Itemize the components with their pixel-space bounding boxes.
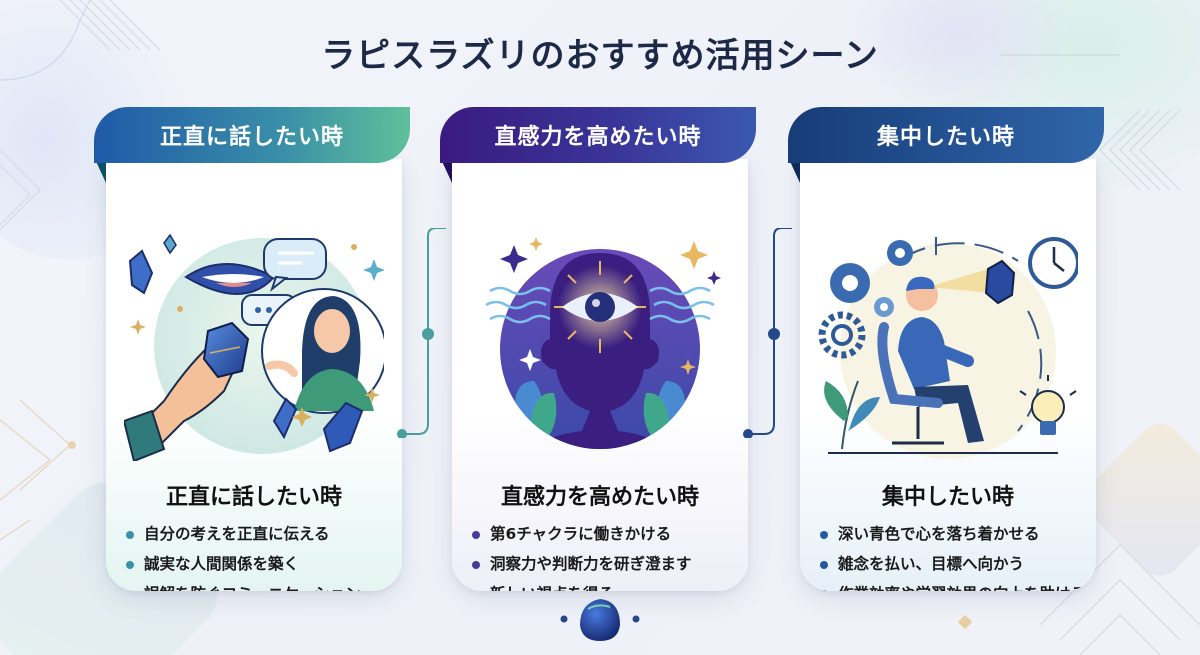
header-fold <box>788 157 800 183</box>
bullet-dot-icon <box>126 561 134 569</box>
card-title: 直感力を高めたい時 <box>500 485 699 510</box>
focus-illustration <box>818 237 1078 459</box>
scene-card-intuition: 直感力を高めたい時 <box>440 107 756 591</box>
bullet-item: 自分の考えを正直に伝える <box>124 519 394 549</box>
card-header: 集中したい時 <box>788 107 1104 163</box>
bullet-dot-icon <box>820 531 828 539</box>
bullet-dot-icon <box>820 590 828 591</box>
bullet-item: 作業効率や学習効果の向上を助ける <box>818 579 1088 591</box>
bullet-item: 深い青色で心を落ち着かせる <box>818 519 1088 549</box>
connector-line <box>397 228 446 438</box>
third-eye-illustration <box>485 237 721 449</box>
header-fold <box>440 157 452 183</box>
scene-card-honest: 正直に話したい時 <box>94 107 410 591</box>
card-header: 正直に話したい時 <box>94 107 410 163</box>
card-body: 正直に話したい時 自分の考えを正直に伝える 誠実な人間関係を築く 誤解を防ぐコミ… <box>106 159 402 591</box>
bullet-list: 第6チャクラに働きかける 洞察力や判断力を研ぎ澄ます 新しい視点を得る <box>470 519 740 591</box>
bullet-item: 新しい視点を得る <box>470 579 740 591</box>
bullet-list: 深い青色で心を落ち着かせる 雑念を払い、目標へ向かう 作業効率や学習効果の向上を… <box>818 519 1088 591</box>
bullet-dot-icon <box>126 531 134 539</box>
bullet-dot-icon <box>820 561 828 569</box>
card-body: 直感力を高めたい時 第6チャクラに働きかける 洞察力や判断力を研ぎ澄ます 新しい… <box>452 159 748 591</box>
card-title: 集中したい時 <box>881 485 1014 510</box>
card-title: 正直に話したい時 <box>165 485 342 510</box>
bullet-item: 誠実な人間関係を築く <box>124 549 394 579</box>
scene-card-focus: 集中したい時 <box>788 107 1104 591</box>
bullet-item: 第6チャクラに働きかける <box>470 519 740 549</box>
connector-line <box>743 228 792 438</box>
communication-illustration <box>124 233 384 461</box>
bullet-item: 洞察力や判断力を研ぎ澄ます <box>470 549 740 579</box>
lapis-gem-divider-icon <box>480 599 720 641</box>
card-header: 直感力を高めたい時 <box>440 107 756 163</box>
page-title: ラピスラズリのおすすめ活用シーン <box>321 36 879 76</box>
bullet-item: 誤解を防ぐコミュニケーション <box>124 579 394 591</box>
bullet-dot-icon <box>472 531 480 539</box>
bullet-list: 自分の考えを正直に伝える 誠実な人間関係を築く 誤解を防ぐコミュニケーション <box>124 519 394 591</box>
bullet-item: 雑念を払い、目標へ向かう <box>818 549 1088 579</box>
card-body: 集中したい時 深い青色で心を落ち着かせる 雑念を払い、目標へ向かう 作業効率や学… <box>800 159 1096 591</box>
bullet-dot-icon <box>472 561 480 569</box>
